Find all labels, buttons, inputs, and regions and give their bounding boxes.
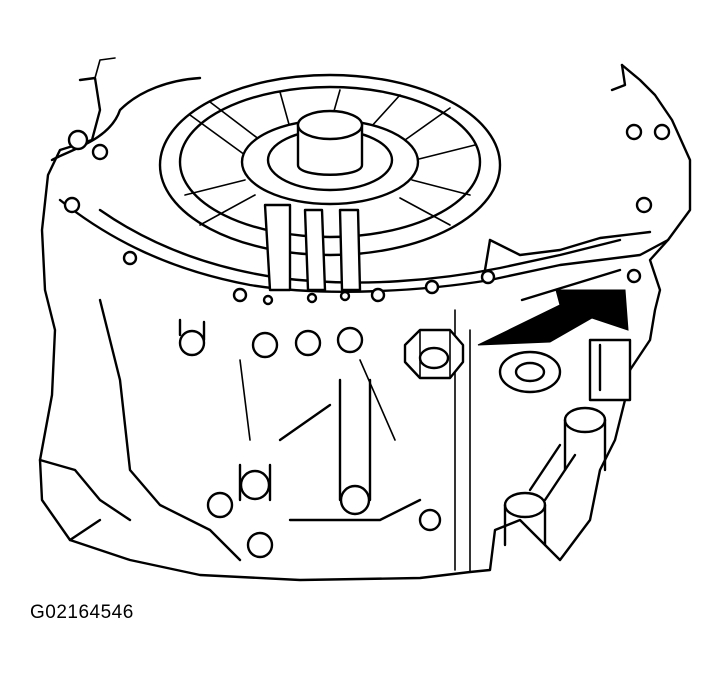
flange-hole — [424, 279, 440, 295]
flange-hole — [339, 290, 351, 302]
flange-hole — [653, 123, 671, 141]
bolt-head — [251, 331, 279, 359]
boss-hole — [339, 484, 371, 516]
boss-hole — [239, 469, 271, 501]
flange-hole — [635, 196, 653, 214]
differential-ring — [158, 73, 502, 292]
case-bosses — [206, 359, 442, 559]
flange-hole — [232, 287, 248, 303]
callout-arrow-icon — [477, 268, 629, 346]
gasket-flange — [50, 76, 671, 306]
boss-hole — [206, 491, 234, 519]
boss-hole — [418, 508, 442, 532]
flange-hole — [91, 143, 109, 161]
boss-hole — [246, 531, 274, 559]
figure-code: G02164546 — [30, 602, 134, 623]
flange-hole — [67, 129, 89, 151]
shift-linkage — [498, 338, 632, 547]
flange-hole — [122, 250, 138, 266]
flange-hole — [63, 196, 81, 214]
transaxle-illustration — [38, 57, 692, 582]
flange-hole — [370, 287, 386, 303]
flange-hole — [306, 292, 318, 304]
flange-hole — [262, 294, 274, 306]
drain-plug — [403, 328, 465, 380]
flange-hole — [480, 269, 496, 285]
bolt-head — [294, 329, 322, 357]
flange-hole — [625, 123, 643, 141]
bolt-head — [178, 329, 206, 357]
flange-hole — [626, 268, 642, 284]
case-bolts — [178, 318, 364, 359]
bolt-head — [336, 326, 364, 354]
